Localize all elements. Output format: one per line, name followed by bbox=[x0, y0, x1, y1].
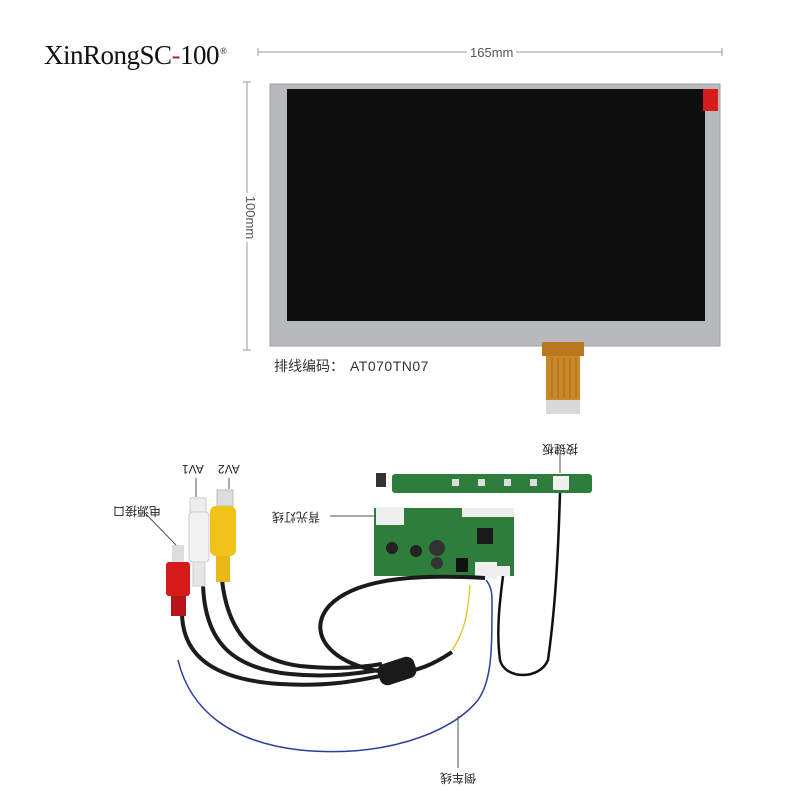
cable-code-value: AT070TN07 bbox=[350, 358, 429, 374]
brand-name: XinRongSC bbox=[44, 40, 172, 70]
reverse-cable-label: 倒车线 bbox=[440, 771, 477, 785]
signal-wires bbox=[451, 584, 471, 651]
driver-board bbox=[374, 507, 514, 579]
width-dimension-label: 165mm bbox=[467, 45, 517, 60]
backlight-connector bbox=[376, 507, 404, 525]
av1-plug-white bbox=[188, 497, 210, 587]
cable-code: 排线编码： AT070TN07 bbox=[274, 356, 429, 376]
power-av-connector bbox=[475, 562, 497, 579]
keypad-board-label: 按键板 bbox=[542, 442, 579, 456]
keypad-board bbox=[376, 473, 592, 493]
lcd-screen bbox=[287, 89, 705, 321]
av2-plug-yellow bbox=[210, 489, 236, 582]
av1-cable bbox=[201, 584, 381, 678]
power-label-leader bbox=[143, 511, 177, 546]
brand-separator: - bbox=[171, 40, 181, 70]
lcd-panel bbox=[269, 83, 721, 347]
brand-logo: XinRongSC-100® bbox=[44, 40, 227, 71]
backlight-cable-label: 背光灯线 bbox=[272, 510, 321, 524]
registered-mark: ® bbox=[220, 46, 227, 56]
av2-cable bbox=[220, 579, 383, 670]
cable-connector bbox=[377, 656, 417, 686]
cable-code-label: 排线编码： bbox=[274, 358, 344, 374]
power-port-label: 电源接口 bbox=[113, 504, 162, 518]
height-dimension-label: 100mm bbox=[243, 192, 259, 243]
power-plug-red bbox=[166, 545, 190, 616]
keypad-cable bbox=[497, 492, 562, 677]
av2-label: AV2 bbox=[218, 462, 240, 476]
reverse-wire bbox=[177, 579, 493, 753]
protective-film-tab bbox=[703, 89, 718, 111]
av1-label: AV1 bbox=[182, 462, 204, 476]
flex-ribbon-cable bbox=[542, 342, 584, 414]
power-cable bbox=[180, 611, 381, 687]
brand-model: 100 bbox=[180, 40, 220, 70]
